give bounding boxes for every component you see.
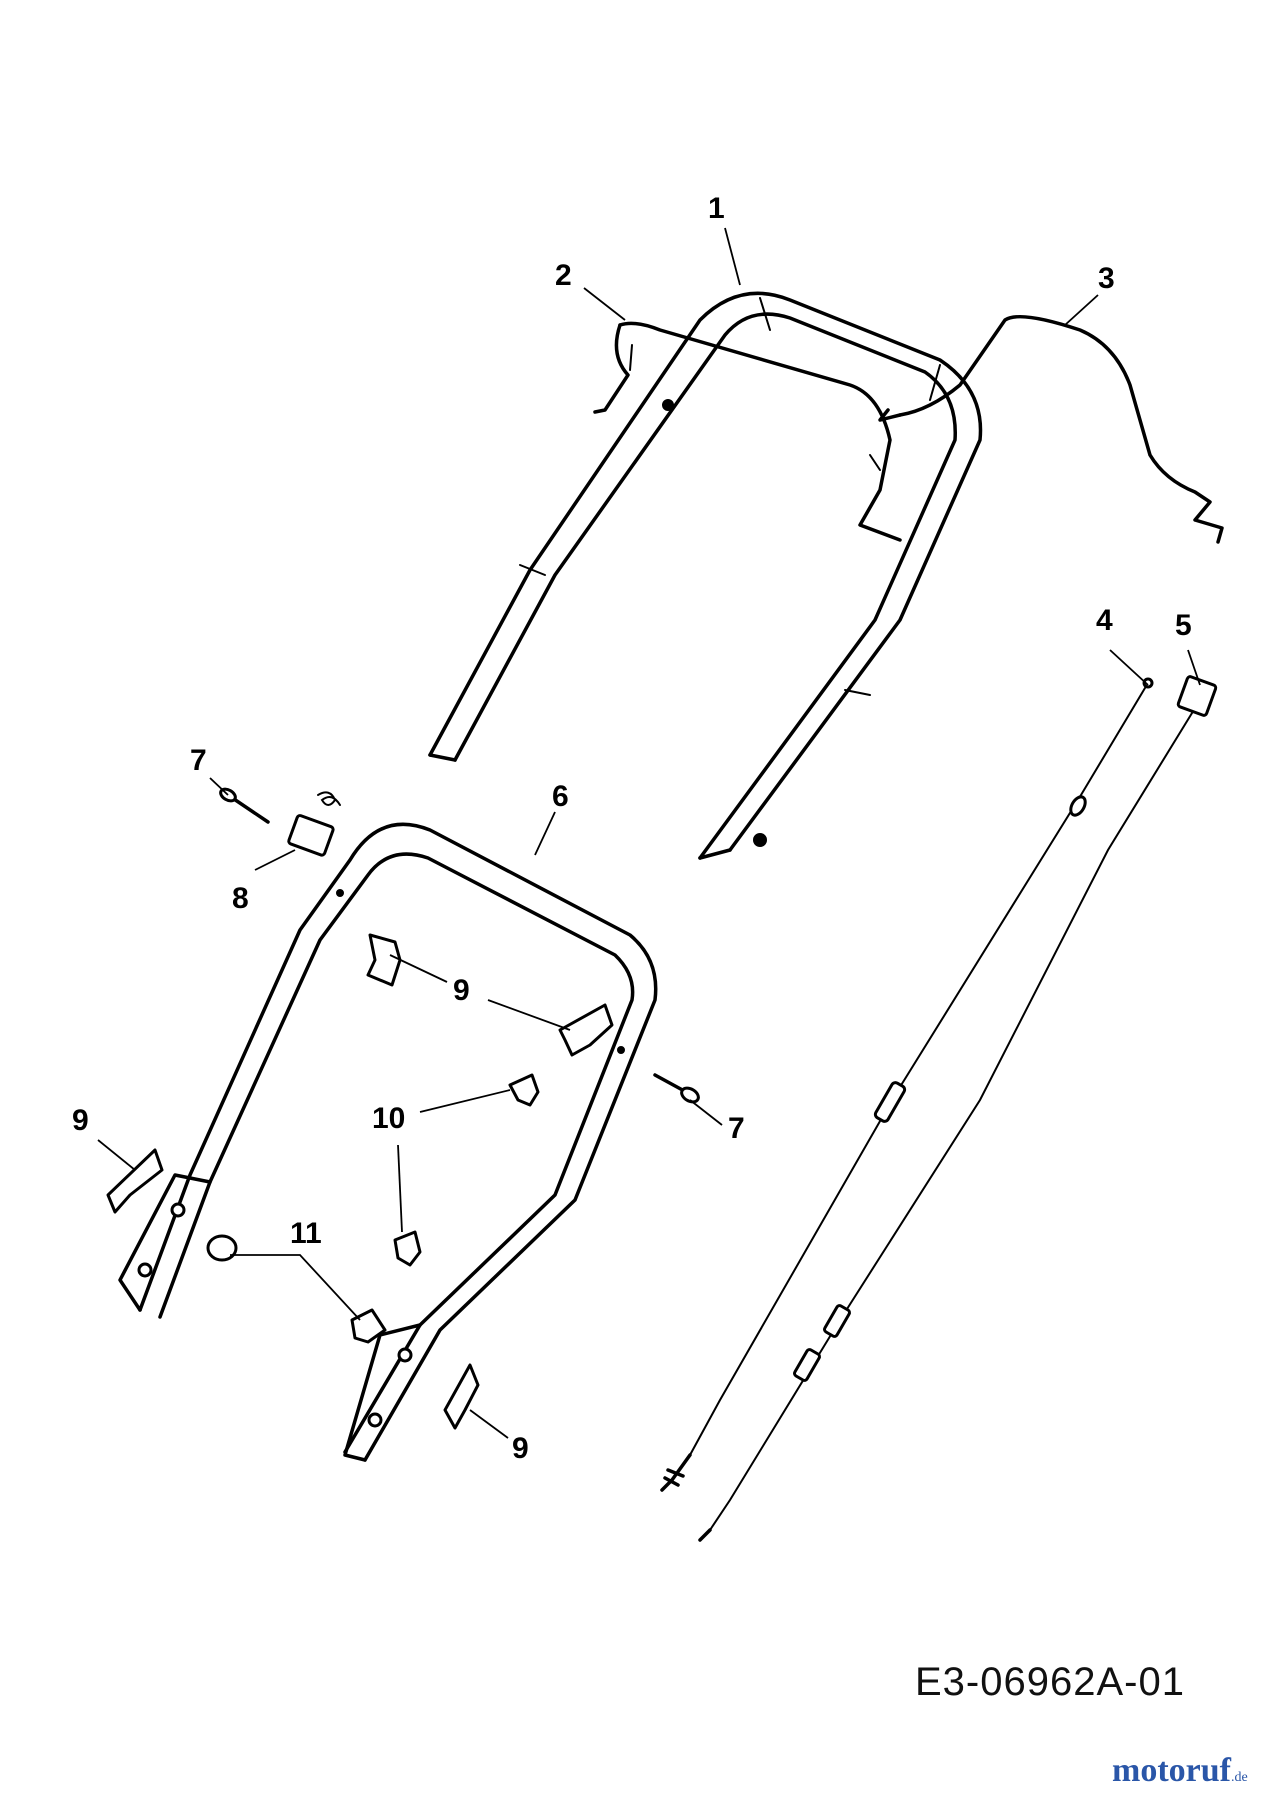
callout-8: 8 [232,882,249,915]
leader-lines [97,227,1201,1439]
callout-7a: 7 [190,744,207,777]
clamp-10-top [508,1073,540,1107]
bolt-7-right [653,1073,700,1104]
lower-handle [118,822,658,1462]
callout-9a: 9 [453,974,470,1007]
watermark-text: motoruf [1112,1752,1231,1789]
drawing-code: E3-06962A-01 [915,1660,1185,1704]
callout-9b: 9 [72,1104,89,1137]
callout-6: 6 [552,780,569,813]
callout-5: 5 [1175,609,1192,642]
wing-knob-9c [106,1148,164,1214]
screw-11 [350,1308,387,1344]
callout-11: 11 [290,1217,322,1250]
wing-knob-9a [366,933,402,987]
cable-5 [698,675,1218,1542]
callout-3: 3 [1098,262,1115,295]
callout-1: 1 [708,192,725,225]
drive-bail [878,314,1224,544]
wing-knob-9d [443,1363,480,1430]
upper-handle [428,291,983,860]
cable-4 [660,677,1154,1492]
callout-4: 4 [1096,604,1113,637]
callout-9c: 9 [512,1432,529,1465]
clamp-10-bottom [393,1230,422,1267]
wing-knob-9b [558,1003,614,1057]
callout-numbers: 1 2 3 4 5 6 7 7 8 9 9 9 10 11 [72,192,1192,1465]
callout-7b: 7 [728,1112,745,1145]
cap-11 [206,1234,238,1262]
watermark-suffix: .de [1230,1770,1248,1785]
callout-10: 10 [372,1102,405,1135]
callout-2: 2 [555,259,572,292]
control-bar [593,321,902,542]
clip-8 [287,791,341,857]
watermark-logo: motoruf.de [1112,1752,1248,1790]
